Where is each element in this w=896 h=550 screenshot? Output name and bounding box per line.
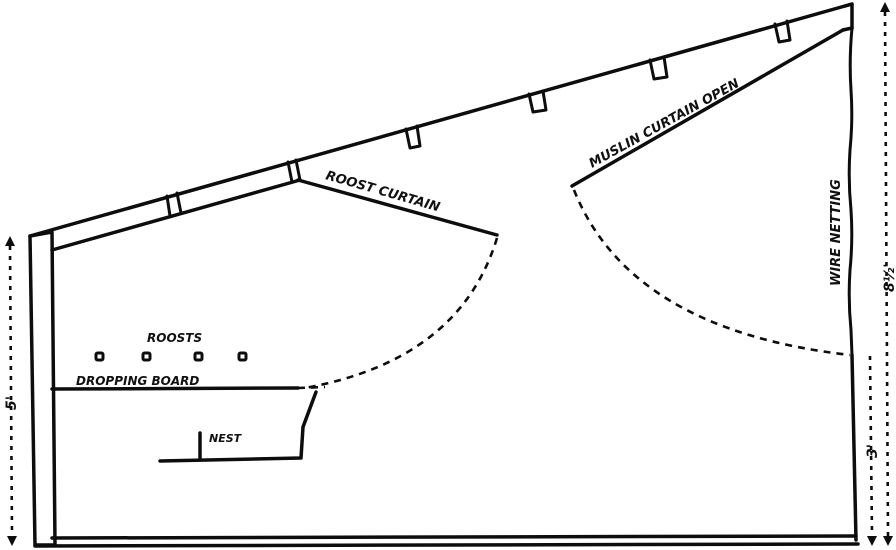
dimension-right-total bbox=[880, 2, 893, 546]
right-wall-wire-netting bbox=[847, 26, 858, 542]
label-nest: NEST bbox=[209, 432, 243, 445]
rafter-blocks bbox=[165, 158, 302, 218]
label-wire-netting: WIRE NETTING bbox=[829, 179, 844, 286]
rafter-tabs bbox=[404, 19, 792, 150]
label-dropping-board: DROPPING BOARD bbox=[76, 374, 199, 388]
roost-curtain bbox=[296, 178, 499, 390]
nest bbox=[158, 390, 318, 463]
dimension-label-right-lower: 3' bbox=[865, 444, 881, 458]
roost-perch bbox=[237, 351, 248, 362]
roost-perches bbox=[94, 351, 248, 362]
dimension-left bbox=[5, 236, 17, 546]
roof bbox=[28, 2, 854, 252]
roost-perch bbox=[193, 351, 204, 362]
floor bbox=[33, 534, 860, 548]
roost-perch bbox=[141, 351, 152, 362]
dimension-right-lower bbox=[867, 355, 877, 546]
label-roosts: ROOSTS bbox=[147, 331, 202, 345]
dropping-board bbox=[50, 385, 326, 391]
dimension-label-right-total: 8½' bbox=[882, 263, 896, 292]
label-muslin-curtain: MUSLIN CURTAIN OPEN bbox=[587, 76, 743, 171]
roost-perch bbox=[94, 351, 105, 362]
muslin-curtain bbox=[570, 28, 851, 357]
dimension-label-left: 5' bbox=[4, 396, 20, 410]
